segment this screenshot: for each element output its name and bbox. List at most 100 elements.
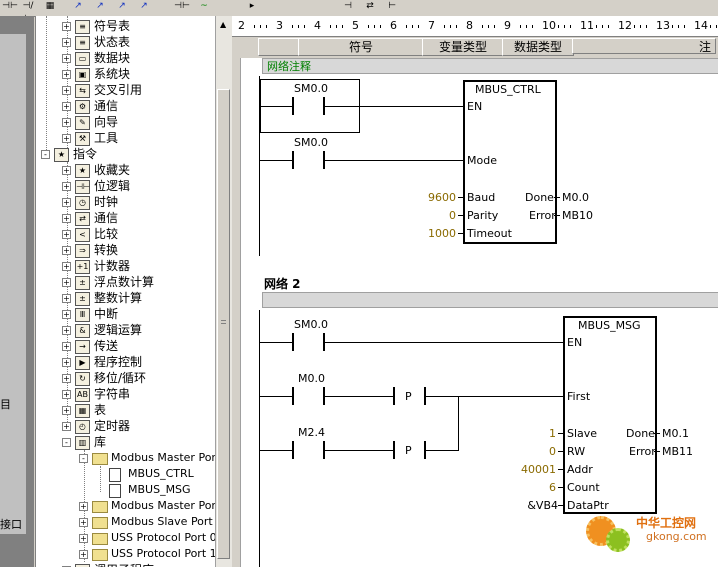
header-comment[interactable]: 注: [572, 38, 716, 54]
tree-item[interactable]: +<比较: [36, 226, 216, 242]
collapse-icon[interactable]: -: [41, 150, 50, 159]
expand-icon[interactable]: +: [62, 310, 71, 319]
expand-icon[interactable]: +: [62, 214, 71, 223]
contact-sm00-n2-right[interactable]: [323, 333, 325, 351]
tree-item[interactable]: -Modbus Master Port 0: [36, 450, 216, 466]
contact-sm00-n2-left[interactable]: [292, 333, 294, 351]
toolbar-button-10[interactable]: ⊣: [344, 1, 352, 11]
mbus-ctrl-value-error[interactable]: MB10: [562, 209, 594, 222]
tree-item[interactable]: +◷时钟: [36, 194, 216, 210]
mbus-msg-value-error[interactable]: MB11: [662, 445, 694, 458]
tree-item[interactable]: +▭数据块: [36, 50, 216, 66]
tree-item[interactable]: +→传送: [36, 338, 216, 354]
expand-icon[interactable]: +: [62, 230, 71, 239]
mbus-msg-value-done[interactable]: M0.1: [662, 427, 689, 440]
mbus-msg-value-rw[interactable]: 0: [549, 445, 556, 458]
network2-comment-bar[interactable]: [262, 292, 718, 308]
expand-icon[interactable]: +: [62, 54, 71, 63]
toolbar-button-8[interactable]: ~: [200, 1, 208, 11]
header-symbol[interactable]: 符号: [298, 38, 424, 56]
tree-item[interactable]: +↻移位/循环: [36, 370, 216, 386]
network2-title[interactable]: 网络 2: [264, 277, 301, 291]
tree-item[interactable]: +⚙通信: [36, 98, 216, 114]
p-edge-2-right[interactable]: [424, 441, 426, 459]
scrollbar-thumb[interactable]: [217, 89, 230, 559]
tree-item[interactable]: +⚒工具: [36, 130, 216, 146]
expand-icon[interactable]: +: [62, 86, 71, 95]
tree-item[interactable]: +▶程序控制: [36, 354, 216, 370]
tree-item[interactable]: +±整数计算: [36, 290, 216, 306]
tree-item[interactable]: +≡符号表: [36, 18, 216, 34]
collapse-icon[interactable]: -: [62, 438, 71, 447]
tree-item[interactable]: +▦表: [36, 402, 216, 418]
p-edge-2-left[interactable]: [393, 441, 395, 459]
mbus-msg-block[interactable]: [563, 316, 657, 514]
tree-item[interactable]: +⊣⊢位逻辑: [36, 178, 216, 194]
contact-m24-right[interactable]: [323, 441, 325, 459]
mbus-ctrl-value-baud[interactable]: 9600: [428, 191, 456, 204]
contact-sm00-en-right[interactable]: [323, 97, 325, 115]
contact-sm00-mode-right[interactable]: [323, 151, 325, 169]
tree-item[interactable]: MBUS_MSG: [36, 482, 216, 498]
tree-item[interactable]: +USS Protocol Port 0: [36, 530, 216, 546]
expand-icon[interactable]: +: [62, 22, 71, 31]
tree-item[interactable]: +&逻辑运算: [36, 322, 216, 338]
expand-icon[interactable]: +: [62, 390, 71, 399]
mbus-ctrl-value-done[interactable]: M0.0: [562, 191, 589, 204]
tree-item[interactable]: +⇄通信: [36, 210, 216, 226]
expand-icon[interactable]: +: [62, 294, 71, 303]
expand-icon[interactable]: +: [62, 358, 71, 367]
expand-icon[interactable]: +: [62, 406, 71, 415]
toolbar-button-12[interactable]: ⊢: [388, 1, 396, 11]
toolbar-button-4[interactable]: ↗: [96, 1, 104, 11]
tree-item[interactable]: +★收藏夹: [36, 162, 216, 178]
tree-item[interactable]: +⇆交叉引用: [36, 82, 216, 98]
contact-sm00-en-left[interactable]: [292, 97, 294, 115]
toolbar-button-5[interactable]: ↗: [118, 1, 126, 11]
expand-icon[interactable]: +: [62, 422, 71, 431]
tree-item[interactable]: +⇒转换: [36, 242, 216, 258]
expand-icon[interactable]: +: [62, 198, 71, 207]
expand-icon[interactable]: +: [62, 102, 71, 111]
network1-comment-bar[interactable]: 网络注释: [262, 58, 718, 74]
tree-item[interactable]: +≡状态表: [36, 34, 216, 50]
expand-icon[interactable]: +: [62, 262, 71, 271]
tree-item[interactable]: +◴定时器: [36, 418, 216, 434]
collapse-icon[interactable]: -: [79, 454, 88, 463]
expand-icon[interactable]: +: [62, 182, 71, 191]
expand-icon[interactable]: +: [62, 38, 71, 47]
toolbar-button-2[interactable]: ▦: [45, 1, 55, 11]
expand-icon[interactable]: +: [62, 118, 71, 127]
toolbar-button-9[interactable]: ▸: [249, 1, 255, 11]
tree-item[interactable]: MBUS_CTRL: [36, 466, 216, 482]
p-edge-1-right[interactable]: [424, 387, 426, 405]
contact-sm00-mode-left[interactable]: [292, 151, 294, 169]
expand-icon[interactable]: +: [62, 134, 71, 143]
mbus-ctrl-block[interactable]: [463, 80, 557, 244]
header-data-type[interactable]: 数据类型: [502, 38, 574, 56]
expand-icon[interactable]: +: [62, 70, 71, 79]
p-edge-1-left[interactable]: [393, 387, 395, 405]
contact-m24-left[interactable]: [292, 441, 294, 459]
scroll-up-icon[interactable]: ▲: [220, 20, 227, 29]
tree-item[interactable]: +▭调用子程序: [36, 562, 216, 567]
tree-item[interactable]: +▣系统块: [36, 66, 216, 82]
mbus-ctrl-value-timeout[interactable]: 1000: [428, 227, 456, 240]
mbus-msg-value-dataptr[interactable]: &VB4: [527, 499, 558, 512]
toolbar-button-0[interactable]: ⊣⊢: [2, 1, 18, 11]
contact-m00-right[interactable]: [323, 387, 325, 405]
tree-item[interactable]: +Modbus Slave Port 0: [36, 514, 216, 530]
expand-icon[interactable]: +: [62, 326, 71, 335]
tree-item[interactable]: +±浮点数计算: [36, 274, 216, 290]
toolbar-button-11[interactable]: ⇄: [366, 1, 374, 11]
toolbar-button-7[interactable]: ⊣⊢: [174, 1, 190, 11]
tree-item[interactable]: -▥库: [36, 434, 216, 450]
tree-item[interactable]: -★指令: [36, 146, 216, 162]
expand-icon[interactable]: +: [79, 550, 88, 559]
expand-icon[interactable]: +: [79, 534, 88, 543]
expand-icon[interactable]: +: [62, 166, 71, 175]
expand-icon[interactable]: +: [62, 278, 71, 287]
